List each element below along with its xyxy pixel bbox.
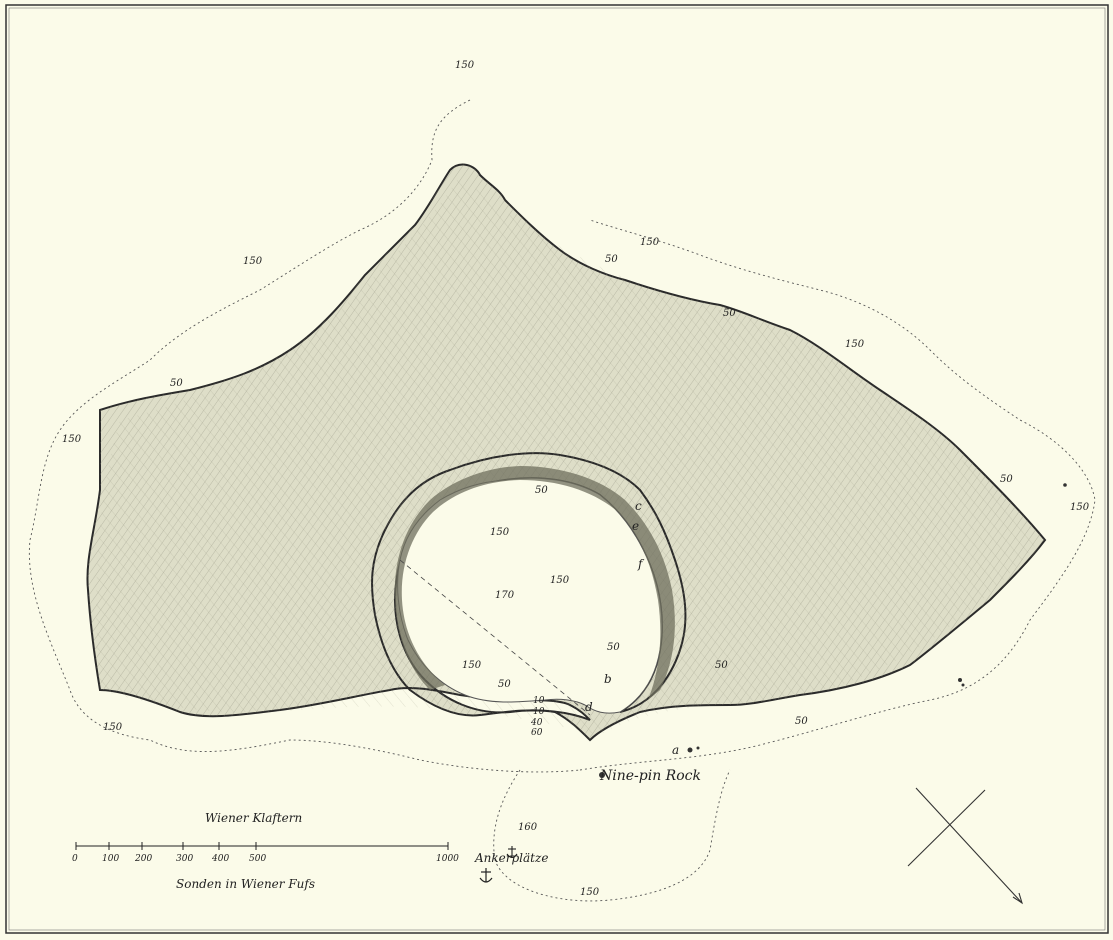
scale-tick: 200 [134,854,152,864]
sounding: 150 [550,575,570,586]
sounding: 50 [1000,474,1013,485]
sounding: 150 [845,339,865,350]
sounding: 150 [62,434,82,445]
island-hatching-cross [96,175,1040,735]
soundings: 150 150 150 150 150 150 150 150 160 50 5… [62,60,1090,898]
soundings-note: Sonden in Wiener Fufs [176,877,315,891]
sounding: 150 [455,60,475,71]
scale-title: Wiener Klaftern [205,811,302,825]
ref-letter-b: b [604,672,612,686]
sounding: 150 [1070,502,1090,513]
sounding: 50 [170,378,183,389]
sounding: 10 [533,707,545,717]
ref-letter-d: d [585,700,593,714]
scale-bar: Wiener Klaftern 0 100 200 300 400 500 10… [72,811,459,891]
sounding: 60 [531,728,543,738]
sounding: 50 [607,642,620,653]
anchorage-label: Ankerplätze [474,851,548,865]
anchor-icon [506,846,518,859]
scale-tick: 100 [102,854,119,864]
crater-rim [394,466,675,700]
scale-tick: 0 [72,854,78,864]
sounding: 50 [715,660,728,671]
scale-tick: 400 [211,854,229,864]
north-arrow-icon [907,787,1023,905]
rocks [599,483,1067,778]
sounding: 150 [243,256,263,267]
sounding: 50 [498,679,511,690]
ref-letter-c: c [635,499,642,513]
ref-letter-f: f [637,557,645,571]
anchor-icon [479,868,493,883]
sounding: 10 [533,696,545,706]
crater-entrance-line [399,559,591,716]
ref-letter-e: e [632,519,639,533]
map-inner-frame [8,7,1106,931]
scale-tick: 500 [249,854,266,864]
sounding: 160 [518,822,538,833]
scale-tick: 1000 [436,854,459,864]
sounding: 150 [640,237,660,248]
sounding: 170 [495,590,515,601]
reference-letters: a b c d e f [585,499,679,757]
sounding: 150 [462,660,482,671]
map-frame [5,4,1109,934]
sounding: 50 [723,308,736,319]
sounding: 50 [795,716,808,727]
sounding: 50 [605,254,618,265]
sounding: 150 [490,527,510,538]
sounding: 40 [530,718,543,728]
ref-letter-a: a [672,743,679,757]
sounding: 50 [535,485,548,496]
scale-tick: 300 [176,854,193,864]
sounding: 150 [103,722,123,733]
sounding: 150 [580,887,600,898]
nine-pin-rock-label: Nine-pin Rock [599,768,701,784]
